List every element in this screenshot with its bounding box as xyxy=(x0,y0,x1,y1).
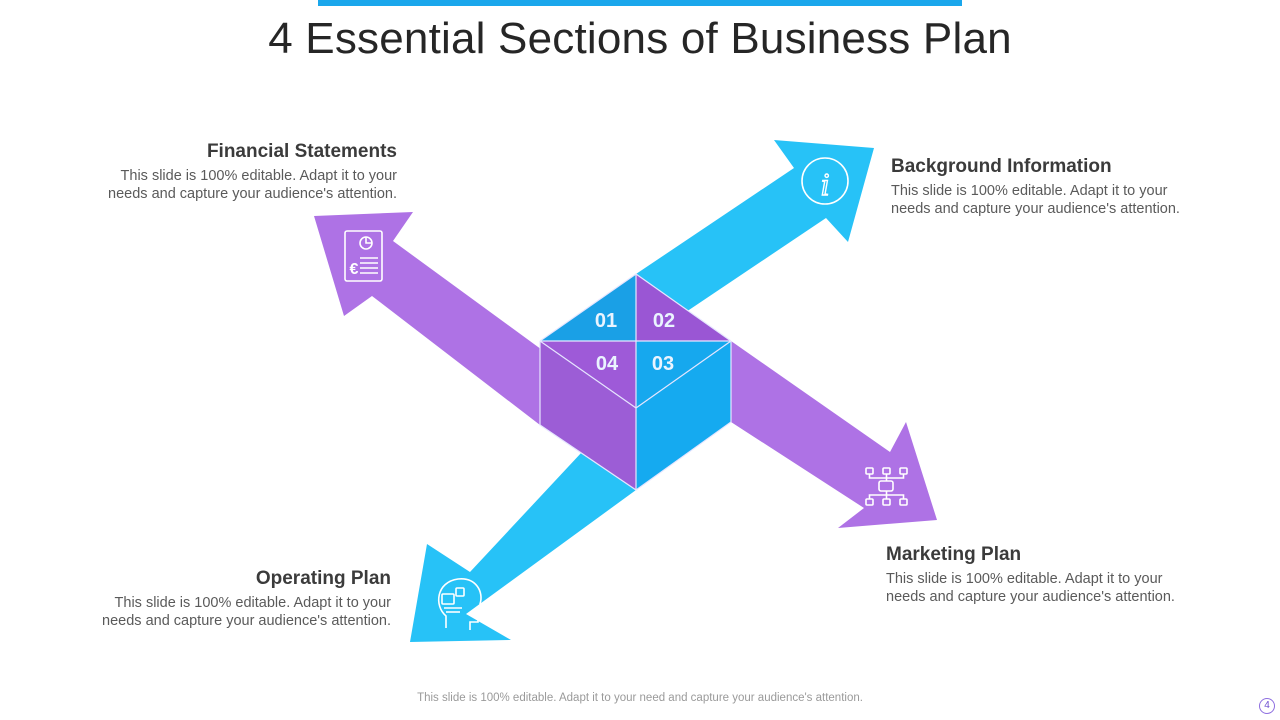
euro-symbol: € xyxy=(350,261,359,278)
info-symbol: i xyxy=(821,166,830,202)
section-heading: Background Information xyxy=(891,156,1112,177)
section-text-line1: This slide is 100% editable. Adapt it to… xyxy=(891,183,1168,199)
section-operating-plan: Operating Plan This slide is 100% editab… xyxy=(91,568,391,630)
section-text-line2: needs and capture your audience's attent… xyxy=(886,589,1175,605)
slide-title: 4 Essential Sections of Business Plan xyxy=(268,14,1012,63)
section-heading: Operating Plan xyxy=(255,568,391,589)
section-text-line1: This slide is 100% editable. Adapt it to… xyxy=(120,168,397,184)
financial-report-icon xyxy=(344,230,383,282)
arrow-marketing-plan xyxy=(731,341,937,528)
hierarchy-network-icon xyxy=(865,467,908,506)
page-number: 4 xyxy=(1259,698,1275,714)
section-text-line2: needs and capture your audience's attent… xyxy=(891,201,1180,217)
section-heading: Marketing Plan xyxy=(886,544,1022,565)
cube-side-left xyxy=(540,341,636,490)
number-02: 02 xyxy=(653,310,675,332)
section-text-line1: This slide is 100% editable. Adapt it to… xyxy=(886,571,1163,587)
section-text-line2: needs and capture your audience's attent… xyxy=(102,613,391,629)
head-gears-icon xyxy=(437,578,486,630)
number-03: 03 xyxy=(652,353,674,375)
arrow-operating-plan xyxy=(410,408,636,642)
number-04: 04 xyxy=(596,353,619,375)
cube-edges xyxy=(539,273,732,491)
section-text-line1: This slide is 100% editable. Adapt it to… xyxy=(114,595,391,611)
number-01: 01 xyxy=(595,310,617,332)
arrow-background-information xyxy=(636,140,874,316)
cube-side-right xyxy=(636,341,731,490)
section-text-line2: needs and capture your audience's attent… xyxy=(108,186,397,202)
arrow-financial-statements xyxy=(314,212,590,425)
info-icon xyxy=(801,157,849,205)
footer-note: This slide is 100% editable. Adapt it to… xyxy=(417,692,863,704)
section-background-information: Background Information This slide is 100… xyxy=(891,156,1191,218)
section-heading: Financial Statements xyxy=(206,141,397,162)
top-accent-bar xyxy=(318,0,962,6)
section-marketing-plan: Marketing Plan This slide is 100% editab… xyxy=(886,544,1186,606)
section-financial-statements: Financial Statements This slide is 100% … xyxy=(97,141,397,203)
